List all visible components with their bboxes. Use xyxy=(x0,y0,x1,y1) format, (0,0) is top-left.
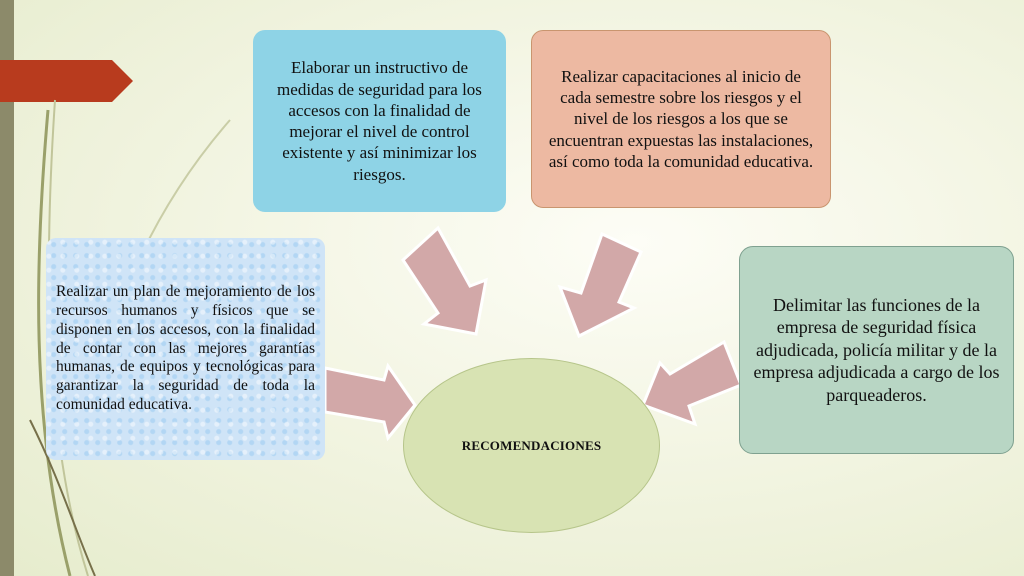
center-label: RECOMENDACIONES xyxy=(461,437,602,453)
center-ellipse: RECOMENDACIONES xyxy=(403,358,660,533)
decorative-curve-1 xyxy=(37,109,72,576)
left-edge-bar xyxy=(0,0,14,576)
accent-tab xyxy=(0,60,133,102)
recommendation-box-capacitaciones: Realizar capacitaciones al inicio de cad… xyxy=(531,30,831,208)
decorative-curve-4 xyxy=(29,419,96,576)
recommendation-text-instructivo: Elaborar un instructivo de medidas de se… xyxy=(277,58,482,184)
recommendation-box-plan-mejoramiento: Realizar un plan de mejoramiento de los … xyxy=(46,238,325,460)
decorative-curve-2 xyxy=(47,99,89,576)
recommendation-text-plan-mejoramiento: Realizar un plan de mejoramiento de los … xyxy=(56,282,315,414)
recommendation-box-funciones: Delimitar las funciones de la empresa de… xyxy=(739,246,1014,454)
recommendation-text-capacitaciones: Realizar capacitaciones al inicio de cad… xyxy=(548,66,814,171)
recommendation-text-funciones: Delimitar las funciones de la empresa de… xyxy=(753,294,1000,405)
recommendation-box-instructivo: Elaborar un instructivo de medidas de se… xyxy=(253,30,506,212)
